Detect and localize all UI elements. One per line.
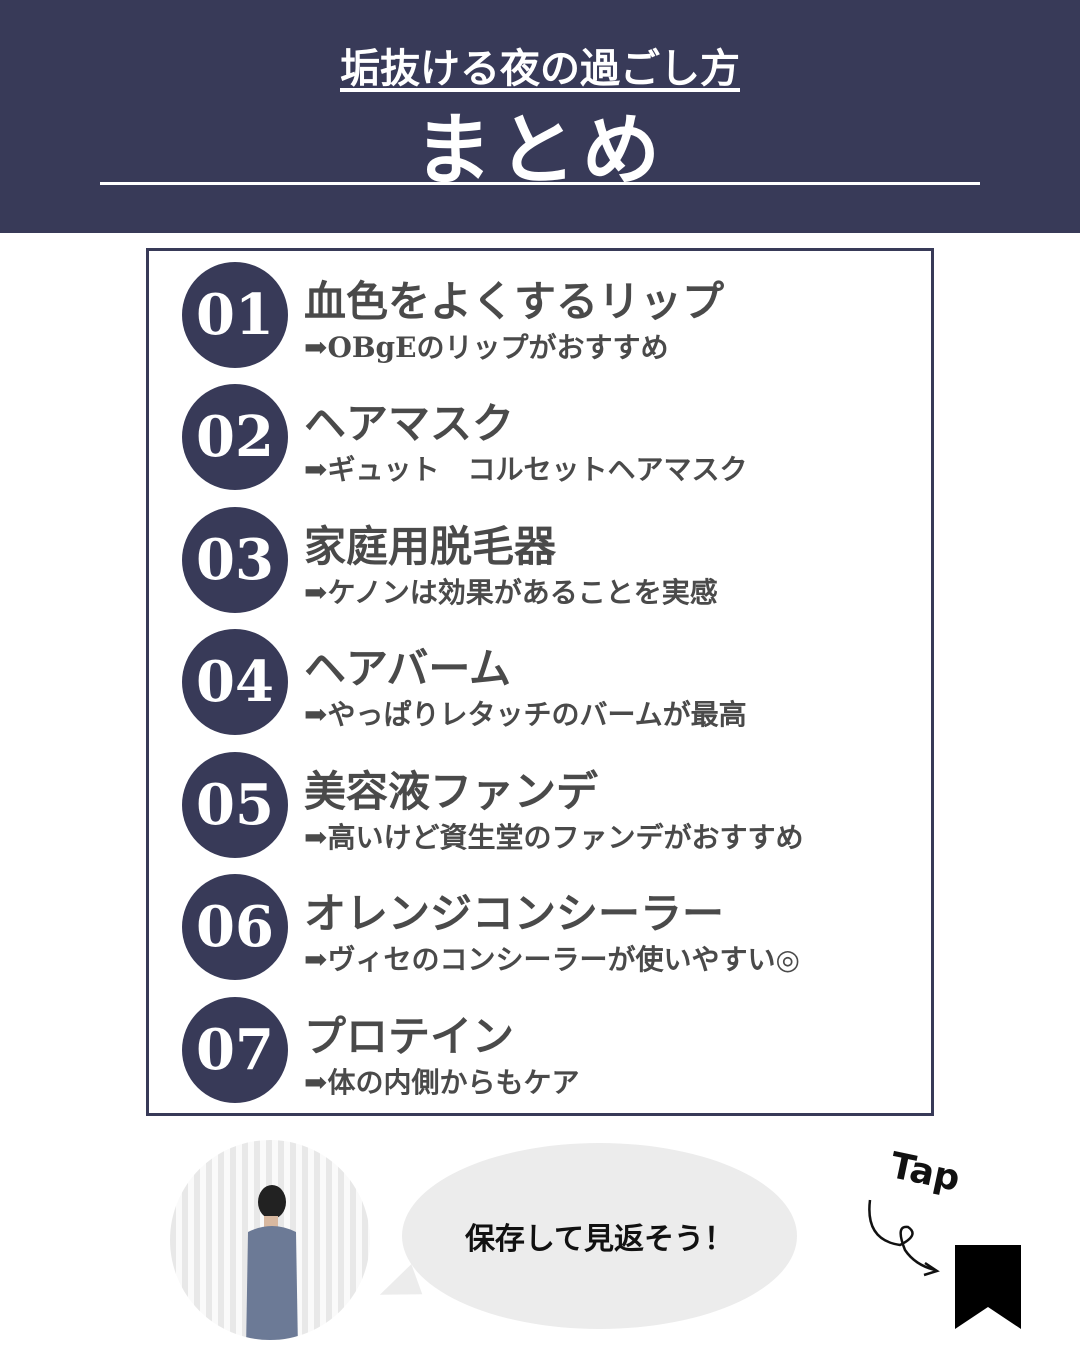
speech-bubble — [402, 1143, 797, 1329]
speech-bubble-tail — [373, 1264, 423, 1308]
summary-box — [146, 248, 934, 1116]
list-item: 07 プロテイン ➡体の内側からもケア — [182, 997, 902, 1103]
item-title: プロテイン — [304, 1012, 515, 1061]
number-badge: 06 — [182, 874, 288, 980]
divider — [100, 182, 980, 185]
item-title: オレンジコンシーラー — [304, 889, 725, 938]
item-desc: ➡高いけど資生堂のファンデがおすすめ — [304, 821, 804, 854]
list-item: 02 ヘアマスク ➡ギュット コルセットヘアマスク — [182, 384, 902, 490]
item-title: 家庭用脱毛器 — [304, 522, 557, 571]
list-item: 04 ヘアバーム ➡やっぱりレタッチのバームが最高 — [182, 629, 902, 735]
speech-bubble-text: 保存して見返そう！ — [464, 1222, 735, 1257]
number-badge: 07 — [182, 997, 288, 1103]
page-title: まとめ — [413, 105, 666, 196]
bookmark-icon[interactable] — [955, 1245, 1021, 1329]
number-badge: 01 — [182, 262, 288, 368]
item-desc: ➡体の内側からもケア — [304, 1066, 580, 1099]
curly-arrow-icon — [868, 1199, 940, 1277]
item-desc: ➡OBgEのリップがおすすめ — [304, 331, 669, 364]
item-desc: ➡ギュット コルセットヘアマスク — [304, 453, 748, 486]
list-item: 05 美容液ファンデ ➡高いけど資生堂のファンデがおすすめ — [182, 752, 902, 858]
avatar — [170, 1140, 370, 1340]
item-title: 美容液ファンデ — [304, 767, 599, 816]
item-title: 血色をよくするリップ — [304, 277, 725, 326]
list-item: 03 家庭用脱毛器 ➡ケノンは効果があることを実感 — [182, 507, 902, 613]
person-illustration — [246, 1185, 298, 1340]
number-badge: 03 — [182, 507, 288, 613]
number-badge: 04 — [182, 629, 288, 735]
item-title: ヘアマスク — [304, 399, 515, 448]
item-desc: ➡ケノンは効果があることを実感 — [304, 576, 718, 609]
number-badge: 02 — [182, 384, 288, 490]
header-banner: 垢抜ける夜の過ごし方 まとめ — [0, 0, 1080, 233]
item-desc: ➡やっぱりレタッチのバームが最高 — [304, 698, 747, 731]
item-desc: ➡ヴィセのコンシーラーが使いやすい◎ — [304, 943, 800, 976]
number-badge: 05 — [182, 752, 288, 858]
item-title: ヘアバーム — [304, 644, 512, 693]
tap-label: Tap — [886, 1145, 964, 1200]
subtitle: 垢抜ける夜の過ごし方 — [340, 45, 740, 92]
list-item: 06 オレンジコンシーラー ➡ヴィセのコンシーラーが使いやすい◎ — [182, 874, 902, 980]
list-item: 01 血色をよくするリップ ➡OBgEのリップがおすすめ — [182, 262, 902, 368]
